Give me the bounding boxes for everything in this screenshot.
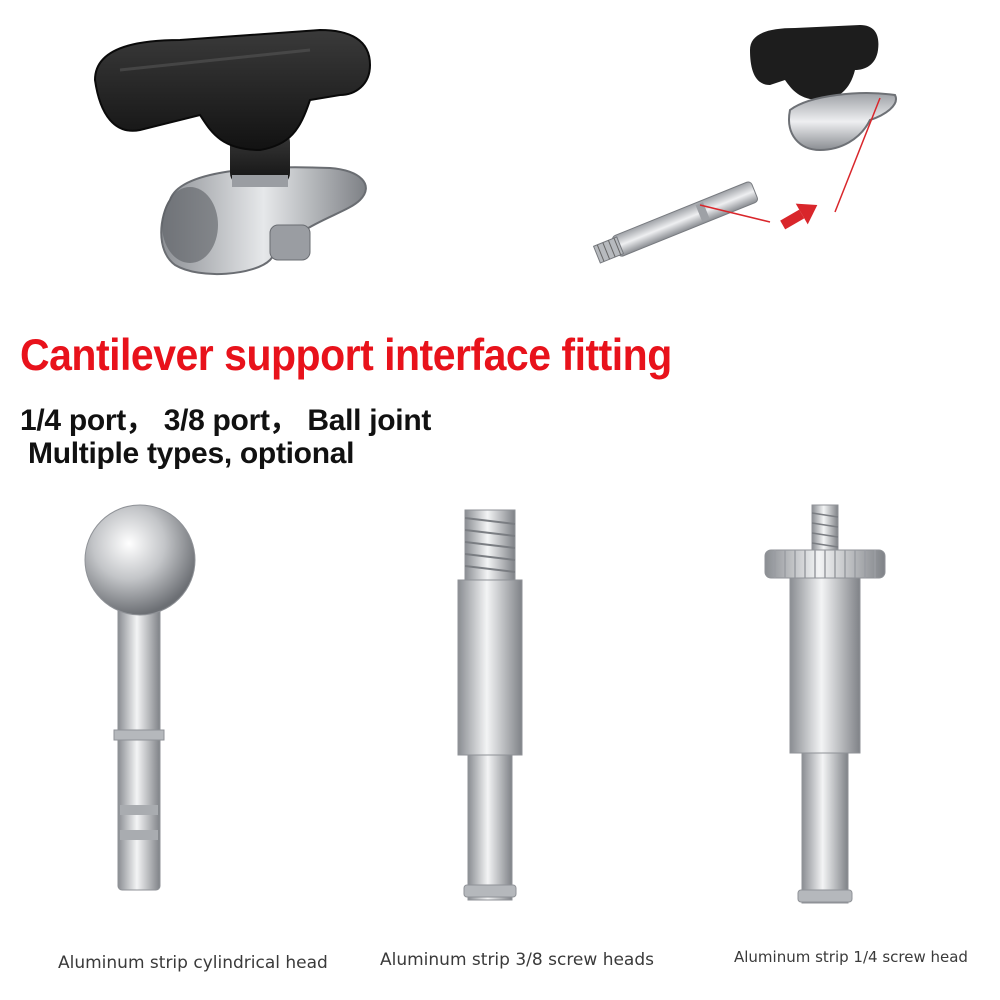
features-line: 1/4 port， 3/8 port， Ball joint xyxy=(20,404,432,437)
assembly-diagram-image xyxy=(592,25,897,264)
product-caption-1-4-screw: Aluminum strip 1/4 screw head xyxy=(734,948,968,966)
screw-pin-1-4-image xyxy=(764,504,886,904)
screw-pin-3-8-image xyxy=(457,509,523,901)
ball-head-pin-image xyxy=(84,504,196,891)
options-line: Multiple types, optional xyxy=(28,437,355,470)
product-caption-cylindrical-head: Aluminum strip cylindrical head xyxy=(58,953,328,973)
product-caption-3-8-screw: Aluminum strip 3/8 screw heads xyxy=(380,950,655,970)
clamp-knob-image xyxy=(93,28,372,275)
headline: Cantilever support interface fitting xyxy=(20,330,672,380)
